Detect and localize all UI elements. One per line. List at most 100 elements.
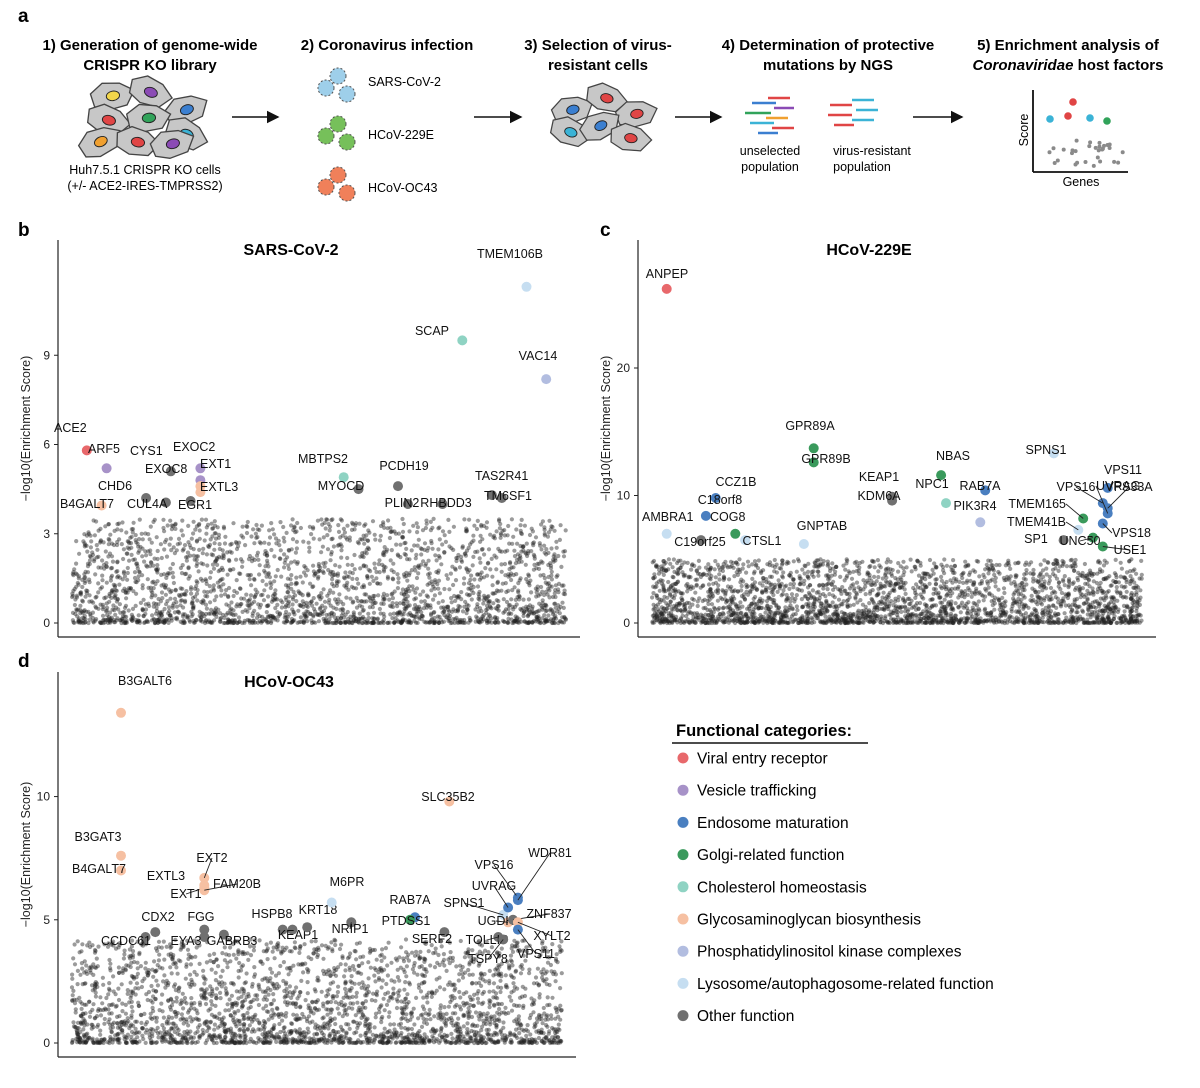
background-gene-point: [400, 535, 405, 540]
background-gene-point: [113, 588, 118, 593]
background-gene-point: [864, 608, 869, 613]
background-gene-point: [289, 573, 294, 578]
background-gene-point: [1091, 579, 1096, 584]
background-gene-point: [356, 598, 361, 604]
background-gene-point: [806, 576, 811, 581]
background-gene-point: [184, 558, 189, 563]
background-gene-point: [203, 577, 208, 582]
background-gene-point: [463, 599, 468, 604]
background-gene-point: [681, 572, 686, 577]
background-gene-point: [665, 606, 670, 611]
background-gene-point: [129, 612, 134, 618]
background-gene-point: [887, 612, 892, 617]
background-gene-point: [690, 562, 695, 567]
step-5-rest: host factors: [1073, 57, 1163, 74]
background-gene-point: [447, 609, 452, 614]
background-gene-point: [186, 566, 191, 571]
step-3-title-line2: resistant cells: [548, 57, 648, 74]
background-gene-point: [264, 574, 269, 579]
background-gene-point: [933, 581, 939, 586]
background-gene-point: [395, 610, 401, 615]
background-gene-point: [187, 543, 192, 548]
background-gene-point: [469, 597, 474, 602]
background-gene-point: [170, 605, 175, 610]
background-gene-point: [405, 599, 410, 605]
background-gene-point: [841, 611, 847, 616]
background-gene-point: [354, 595, 359, 601]
background-gene-point: [459, 618, 465, 623]
background-gene-point: [512, 548, 517, 553]
background-gene-point: [467, 592, 473, 597]
background-gene-point: [744, 589, 749, 595]
background-gene-point: [193, 527, 198, 532]
background-gene-point: [159, 583, 164, 588]
background-gene-point: [307, 549, 312, 554]
background-gene-point: [301, 611, 306, 616]
background-gene-point: [134, 580, 139, 585]
background-gene-point: [194, 579, 199, 584]
y-tick-label: 6: [43, 438, 50, 452]
background-gene-point: [291, 609, 296, 614]
background-gene-point: [1128, 574, 1133, 579]
background-gene-point: [789, 614, 795, 619]
background-gene-point: [351, 599, 356, 604]
background-gene-point: [173, 522, 178, 527]
panel-letter-b: b: [18, 220, 30, 241]
background-gene-point: [544, 547, 549, 552]
background-gene-point: [489, 620, 494, 625]
background-gene-point: [961, 570, 966, 575]
virus-label-hcov-229e: HCoV-229E: [368, 128, 434, 142]
background-gene-point: [787, 586, 792, 592]
background-gene-point: [745, 584, 750, 589]
background-gene-point: [334, 620, 339, 625]
y-axis-label: −log10(Enrichment Score): [19, 356, 33, 502]
background-gene-point: [182, 620, 187, 626]
background-gene-point: [1068, 564, 1073, 569]
background-gene-point: [253, 592, 258, 597]
background-gene-point: [854, 614, 860, 619]
gene-label-cys1: CYS1: [130, 444, 163, 458]
background-gene-point: [550, 524, 555, 530]
background-gene-point: [942, 597, 947, 602]
background-gene-point: [270, 593, 275, 599]
background-gene-point: [1080, 609, 1086, 614]
background-gene-point: [370, 620, 375, 625]
background-gene-point: [194, 554, 199, 559]
background-gene-point: [123, 619, 128, 624]
background-gene-point: [163, 592, 168, 597]
background-gene-point: [522, 523, 528, 528]
background-gene-point: [686, 584, 692, 590]
background-gene-point: [654, 618, 660, 623]
background-gene-point: [91, 600, 96, 605]
background-gene-point: [316, 574, 321, 579]
background-gene-point: [245, 603, 250, 608]
background-gene-point: [507, 561, 513, 566]
background-gene-point: [531, 540, 537, 545]
background-gene-point: [155, 563, 160, 568]
background-gene-point: [659, 597, 664, 603]
background-gene-point: [221, 620, 226, 626]
cell-nucleus: [105, 90, 121, 102]
background-gene-point: [358, 566, 363, 571]
background-gene-point: [757, 581, 763, 586]
background-gene-point: [214, 555, 219, 561]
background-gene-point: [874, 593, 879, 598]
background-gene-point: [244, 530, 250, 536]
background-gene-point: [1082, 601, 1087, 606]
background-gene-point: [450, 620, 455, 625]
background-gene-point: [825, 587, 830, 592]
background-gene-point: [360, 604, 365, 610]
background-gene-point: [427, 620, 433, 625]
background-gene-point: [526, 608, 532, 613]
background-gene-point: [650, 595, 655, 600]
gene-point-pcdh19: [393, 481, 403, 492]
background-gene-point: [82, 613, 87, 619]
background-gene-point: [685, 560, 690, 566]
background-gene-point: [218, 616, 223, 622]
background-gene-point: [213, 531, 218, 536]
background-gene-point: [674, 589, 679, 594]
background-gene-point: [173, 616, 178, 621]
background-gene-point: [325, 517, 330, 522]
background-gene-point: [712, 606, 718, 612]
background-gene-point: [1047, 605, 1052, 610]
